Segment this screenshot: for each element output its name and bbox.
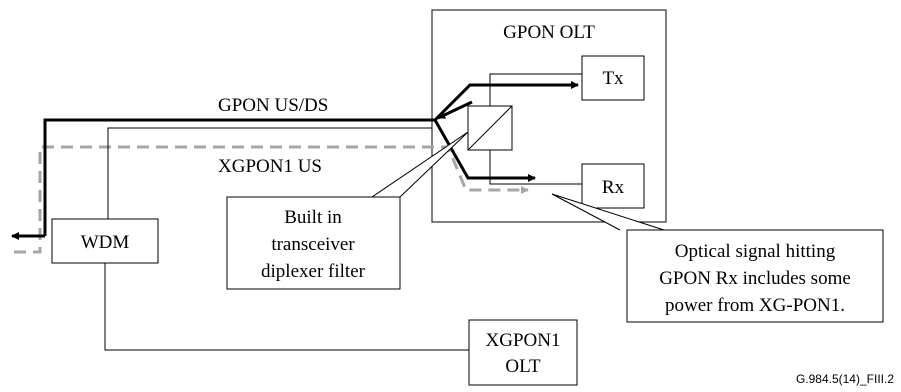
wdm-to-olt-fiber	[107, 127, 432, 225]
gpon-tx-downstream-arrow	[437, 100, 473, 120]
tx-feed-line	[489, 73, 582, 106]
gpon-olt-title: GPON OLT	[503, 22, 595, 43]
diplexer-callout-box	[226, 196, 401, 290]
tx-label: Tx	[602, 68, 624, 89]
diplexer-callout-line1: Built in	[284, 207, 342, 228]
rx-callout-box	[626, 229, 884, 323]
rx-callout-line2: GPON Rx includes some	[659, 268, 851, 289]
wdm-to-xgpon1-fiber	[104, 263, 469, 351]
xgpon1-olt-box	[468, 319, 578, 386]
wdm-box	[51, 218, 159, 264]
gpon-ds-to-tx-arrow	[433, 81, 579, 122]
gpon-us-to-rx-arrow	[433, 119, 536, 182]
rx-label: Rx	[602, 177, 625, 198]
diplexer-callout-line3: diplexer filter	[261, 261, 366, 282]
xgpon1-signal-label: XGPON1 US	[218, 156, 322, 177]
xgpon1-olt-label-line1: XGPON1	[486, 330, 561, 351]
diplexer-callout-pointer	[371, 131, 469, 198]
xgpon1-olt-label-line2: OLT	[505, 356, 541, 377]
figure-id: G.984.5(14)_FIII.2	[796, 372, 894, 386]
xgpon1-us-path	[14, 145, 529, 254]
gpon-signal-label: GPON US/DS	[218, 95, 328, 116]
rx-callout-pointer	[551, 193, 665, 231]
rx-box	[581, 163, 645, 209]
rx-callout-line1: Optical signal hitting	[675, 241, 836, 262]
diplexer-callout-line2: transceiver	[271, 234, 355, 255]
tx-box	[581, 55, 645, 101]
gpon-us-ds-path	[43, 118, 435, 236]
diplexer-diagonal	[467, 105, 513, 151]
wdm-label: WDM	[81, 232, 130, 253]
rx-callout-line3: power from XG-PON1.	[665, 295, 845, 316]
rx-feed-line	[489, 150, 582, 185]
